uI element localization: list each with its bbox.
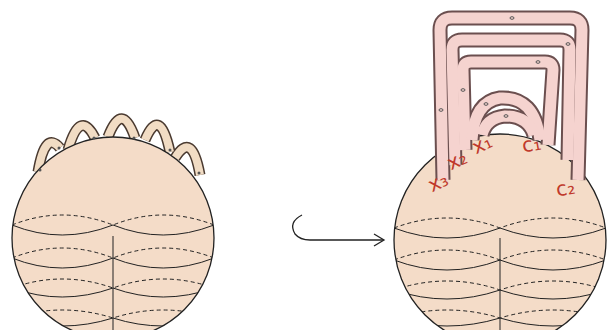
attached-bands [440, 18, 582, 180]
left-disc [12, 137, 214, 330]
left-lines [12, 215, 214, 330]
inclusion-arrow [293, 215, 384, 246]
point-label: c₁ [520, 133, 542, 156]
right-lines [394, 218, 606, 330]
point-label: c₂ [554, 177, 576, 200]
